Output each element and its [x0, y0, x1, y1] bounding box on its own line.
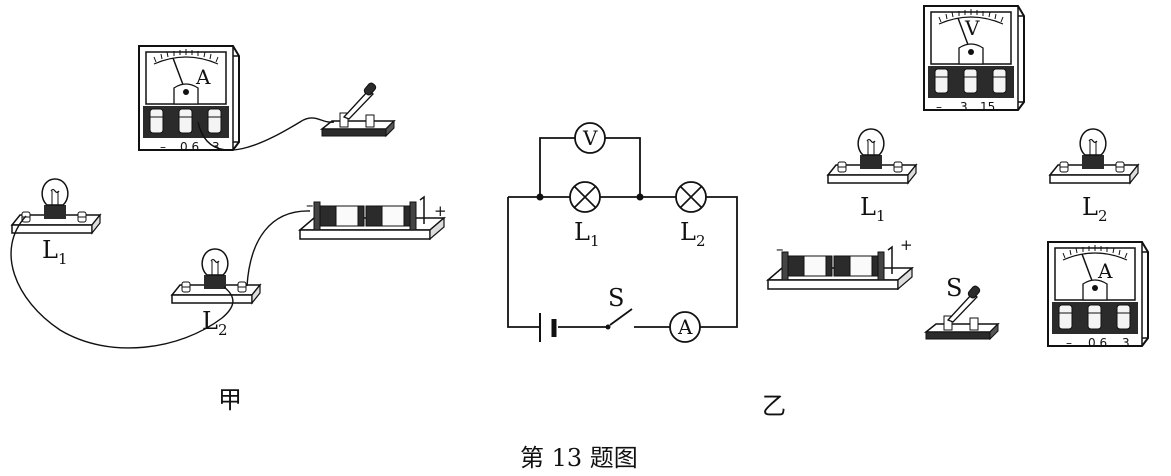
figure-caption: 第 13 题图 [520, 444, 638, 472]
bulb-1-letter: L [42, 236, 58, 264]
part-a-knife-switch [321, 81, 395, 137]
part-b-bulb-2: L 2 [1049, 128, 1139, 225]
battery-neg: – [306, 196, 314, 214]
bulb-2-letter: L [202, 307, 218, 335]
schematic-lamp-2-letter: L [680, 218, 696, 246]
bulb-1-sub: 1 [58, 250, 68, 268]
part-a-label: 甲 [218, 386, 242, 414]
schematic-lamp-1-sub: 1 [590, 232, 600, 250]
schematic-lamp-2-sub: 2 [696, 232, 706, 250]
schematic-switch-letter: S [608, 284, 624, 312]
schematic-ammeter-letter: A [677, 315, 693, 339]
schematic-switch: S [608, 284, 624, 312]
voltmeter-scale-3: 3 [960, 100, 968, 114]
schematic-lamp-1: L 1 [569, 181, 601, 250]
part-b-battery-neg: – [776, 240, 784, 258]
part-b-ammeter-scale-3: 3 [1122, 336, 1130, 350]
ammeter-letter: A [195, 65, 211, 89]
part-b-bulb-1-sub: 1 [876, 207, 886, 225]
ammeter-scale-0-6: 0.6 [180, 140, 199, 154]
part-b-battery: – + [767, 236, 913, 290]
part-b-knife-switch: S [925, 274, 999, 340]
schematic-junctions [536, 193, 644, 330]
part-a-meter-ammeter: A – 0.6 3 [138, 45, 240, 154]
schematic-lamp-2: L 2 [675, 181, 707, 250]
part-b-switch-letter: S [946, 274, 962, 302]
part-b-bulb-2-sub: 2 [1098, 207, 1108, 225]
schematic-lamp-1-letter: L [574, 218, 590, 246]
schematic-voltmeter-letter: V [582, 126, 598, 150]
schematic-ammeter: A [669, 311, 701, 343]
part-b-bulb-1-letter: L [860, 193, 876, 221]
part-a-wires [10, 117, 335, 349]
bulb-2-sub: 2 [218, 321, 228, 339]
ammeter-scale-minus: – [160, 140, 166, 154]
part-b-battery-pos: + [900, 236, 913, 254]
part-b-meter-voltmeter: V – 3 15 [923, 5, 1025, 114]
part-b-meter-ammeter: A – 0.6 3 [1047, 241, 1149, 350]
battery-pos: + [434, 202, 447, 220]
voltmeter-letter: V [964, 16, 980, 40]
part-a-battery: – + [299, 196, 447, 240]
part-a-bulb-1: L 1 [11, 178, 101, 268]
part-b-bulb-2-letter: L [1082, 193, 1098, 221]
schematic-circuit [507, 137, 738, 342]
voltmeter-scale-15: 15 [980, 100, 995, 114]
part-b-ammeter-scale-0-6: 0.6 [1088, 336, 1107, 350]
schematic-voltmeter: V [574, 122, 606, 154]
part-b-label: 乙 [762, 392, 786, 420]
part-a-bulb-2: L 2 [171, 248, 261, 339]
voltmeter-scale-minus: – [936, 100, 942, 114]
part-b-ammeter-scale-minus: – [1066, 336, 1072, 350]
part-b-ammeter-letter: A [1097, 259, 1113, 283]
part-b-bulb-1: L 1 [827, 128, 917, 225]
